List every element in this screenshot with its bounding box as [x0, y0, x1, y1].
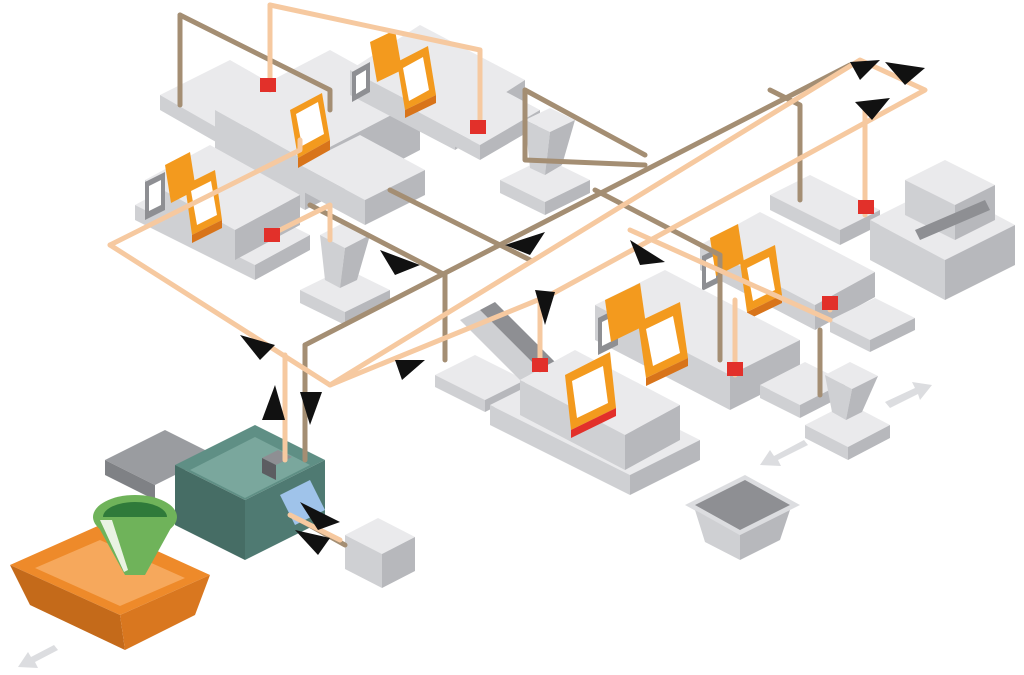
pump-box-icon	[345, 518, 415, 588]
chip-hopper-icon	[500, 108, 590, 215]
chip-hopper-icon	[805, 362, 890, 460]
coolant-direction-arrows	[240, 60, 925, 555]
arrow-icon	[850, 60, 880, 80]
valve-icon	[822, 296, 838, 310]
flow-arrow-icon	[760, 440, 808, 466]
arrow-icon	[395, 360, 425, 380]
arrow-icon	[380, 250, 420, 275]
valve-icon	[264, 228, 280, 242]
chip-hopper-icon	[300, 222, 390, 325]
valve-icon	[532, 358, 548, 372]
arrow-icon	[630, 240, 665, 265]
cnc-machine-icon	[350, 25, 540, 160]
chip-conveyor-icon	[435, 302, 555, 412]
coolant-pipe-network	[107, 2, 928, 548]
cnc-machine-icon	[595, 270, 845, 418]
arrow-icon	[295, 530, 330, 555]
arrow-icon	[885, 62, 925, 85]
arrow-icon	[262, 385, 285, 420]
valve-icon	[858, 200, 874, 214]
arrow-icon	[505, 232, 545, 255]
valve-markers	[260, 78, 874, 376]
cnc-machine-icon	[490, 350, 700, 495]
chip-bin-icon	[10, 525, 210, 650]
valve-icon	[260, 78, 276, 92]
flow-arrow-icon	[18, 645, 58, 668]
arrow-icon	[535, 290, 555, 325]
arrow-icon	[300, 502, 340, 530]
arrow-icon	[300, 392, 322, 425]
valve-icon	[470, 120, 486, 134]
valve-icon	[727, 362, 743, 376]
chip-compactor-icon	[770, 160, 1015, 300]
chip-hopper-icon	[685, 475, 800, 560]
arrow-icon	[240, 335, 275, 360]
filter-funnel-icon	[93, 495, 177, 575]
flow-arrow-icon	[885, 382, 932, 408]
output-flow-arrows	[18, 382, 932, 668]
arrow-icon	[855, 98, 890, 120]
